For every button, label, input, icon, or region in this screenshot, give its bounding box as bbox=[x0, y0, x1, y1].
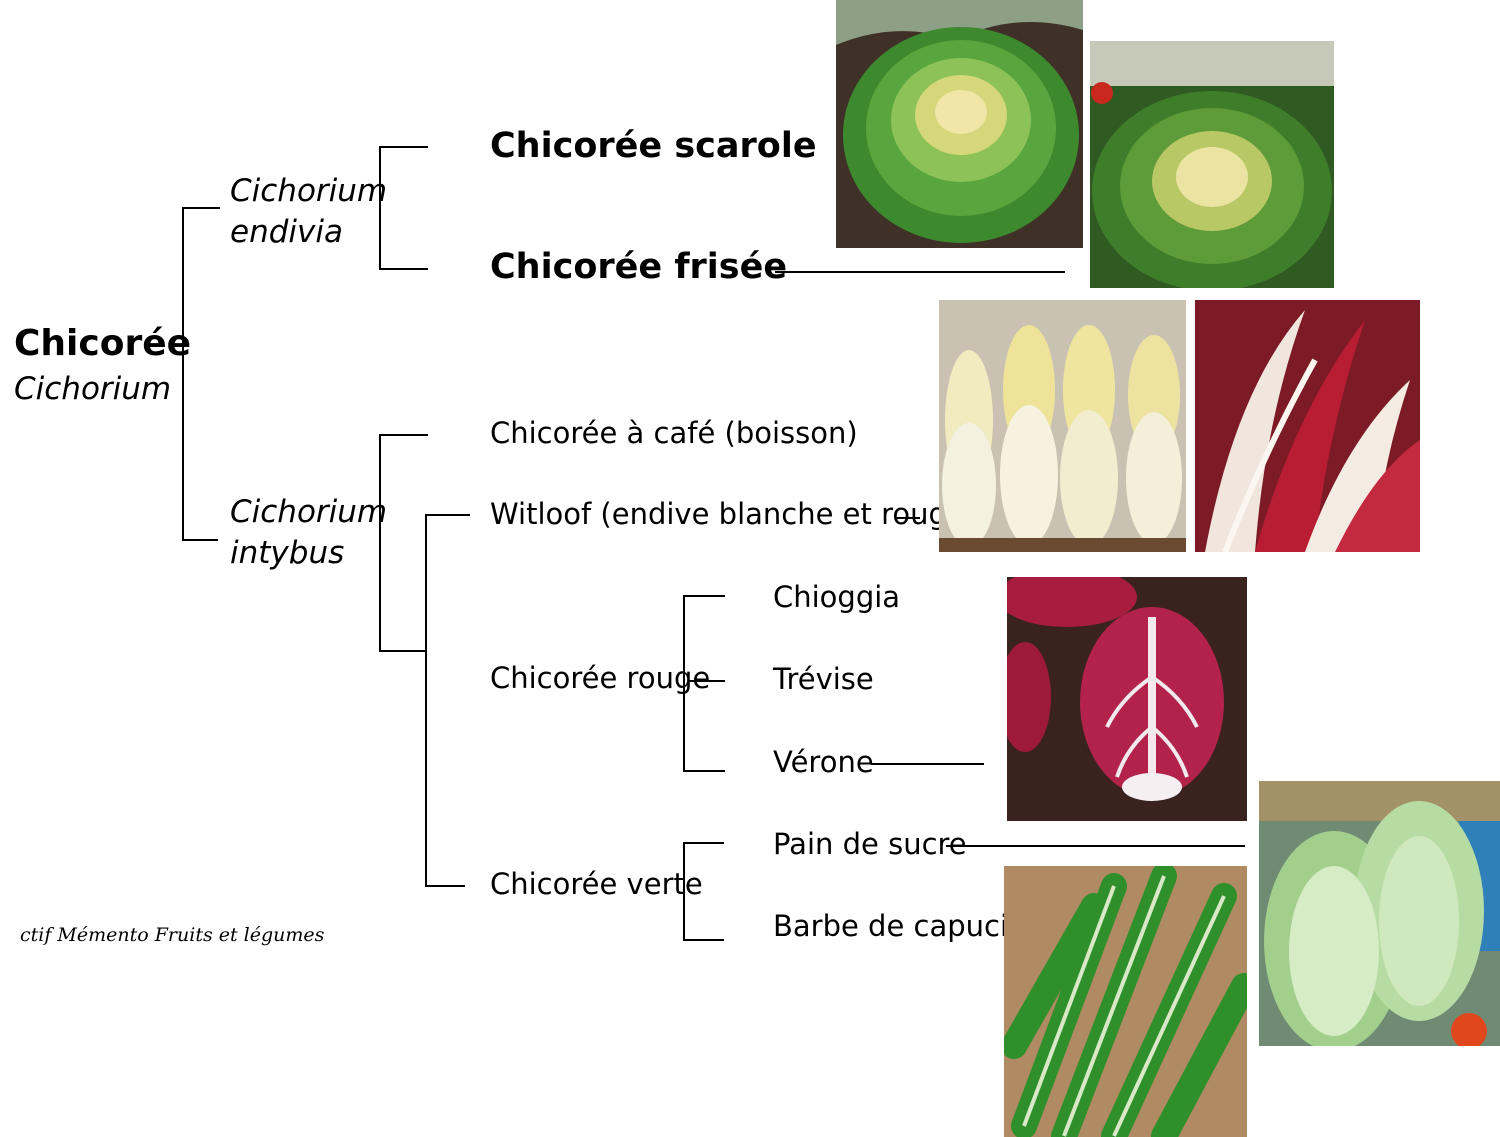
intybus-latin-line2: intybus bbox=[230, 535, 345, 571]
verone-photo-icon bbox=[1007, 577, 1247, 821]
verte-bracket bbox=[683, 842, 724, 941]
intybus-sub-bracket bbox=[425, 514, 470, 887]
barbe-de-capucin-photo-icon bbox=[1004, 866, 1247, 1137]
frisee-photo-icon bbox=[1090, 41, 1334, 288]
root-common-name: Chicorée bbox=[14, 323, 192, 364]
cultivar-barbe-de-capucin: Barbe de capucin bbox=[773, 909, 1027, 943]
variety-frisee: Chicorée frisée bbox=[490, 247, 788, 287]
endive-rouge-photo-icon bbox=[1195, 300, 1420, 552]
intybus-latin-line1: Cichorium bbox=[230, 494, 388, 530]
variety-cafe: Chicorée à café (boisson) bbox=[490, 416, 858, 450]
pain-de-sucre-photo-icon bbox=[1259, 781, 1500, 1046]
rouge-bracket bbox=[683, 595, 725, 772]
endivia-bracket bbox=[379, 146, 428, 270]
cultivar-pain-de-sucre: Pain de sucre bbox=[773, 827, 967, 861]
variety-scarole: Chicorée scarole bbox=[490, 126, 817, 166]
cultivar-trevise: Trévise bbox=[773, 662, 874, 696]
endivia-latin-line2: endivia bbox=[230, 214, 343, 250]
root-bracket bbox=[182, 207, 220, 541]
endive-blanche-photo-icon bbox=[939, 300, 1186, 552]
cultivar-verone: Vérone bbox=[773, 745, 874, 779]
variety-verte: Chicorée verte bbox=[490, 867, 703, 901]
source-credit: ctif Mémento Fruits et légumes bbox=[20, 924, 325, 946]
root-latin-name: Cichorium bbox=[14, 371, 172, 407]
scarole-photo-icon bbox=[836, 0, 1083, 248]
intybus-bracket bbox=[379, 434, 428, 652]
endivia-latin-line1: Cichorium bbox=[230, 173, 388, 209]
variety-rouge: Chicorée rouge bbox=[490, 661, 711, 695]
cultivar-chioggia: Chioggia bbox=[773, 580, 901, 614]
variety-witloof: Witloof (endive blanche et rouge) bbox=[490, 497, 977, 531]
